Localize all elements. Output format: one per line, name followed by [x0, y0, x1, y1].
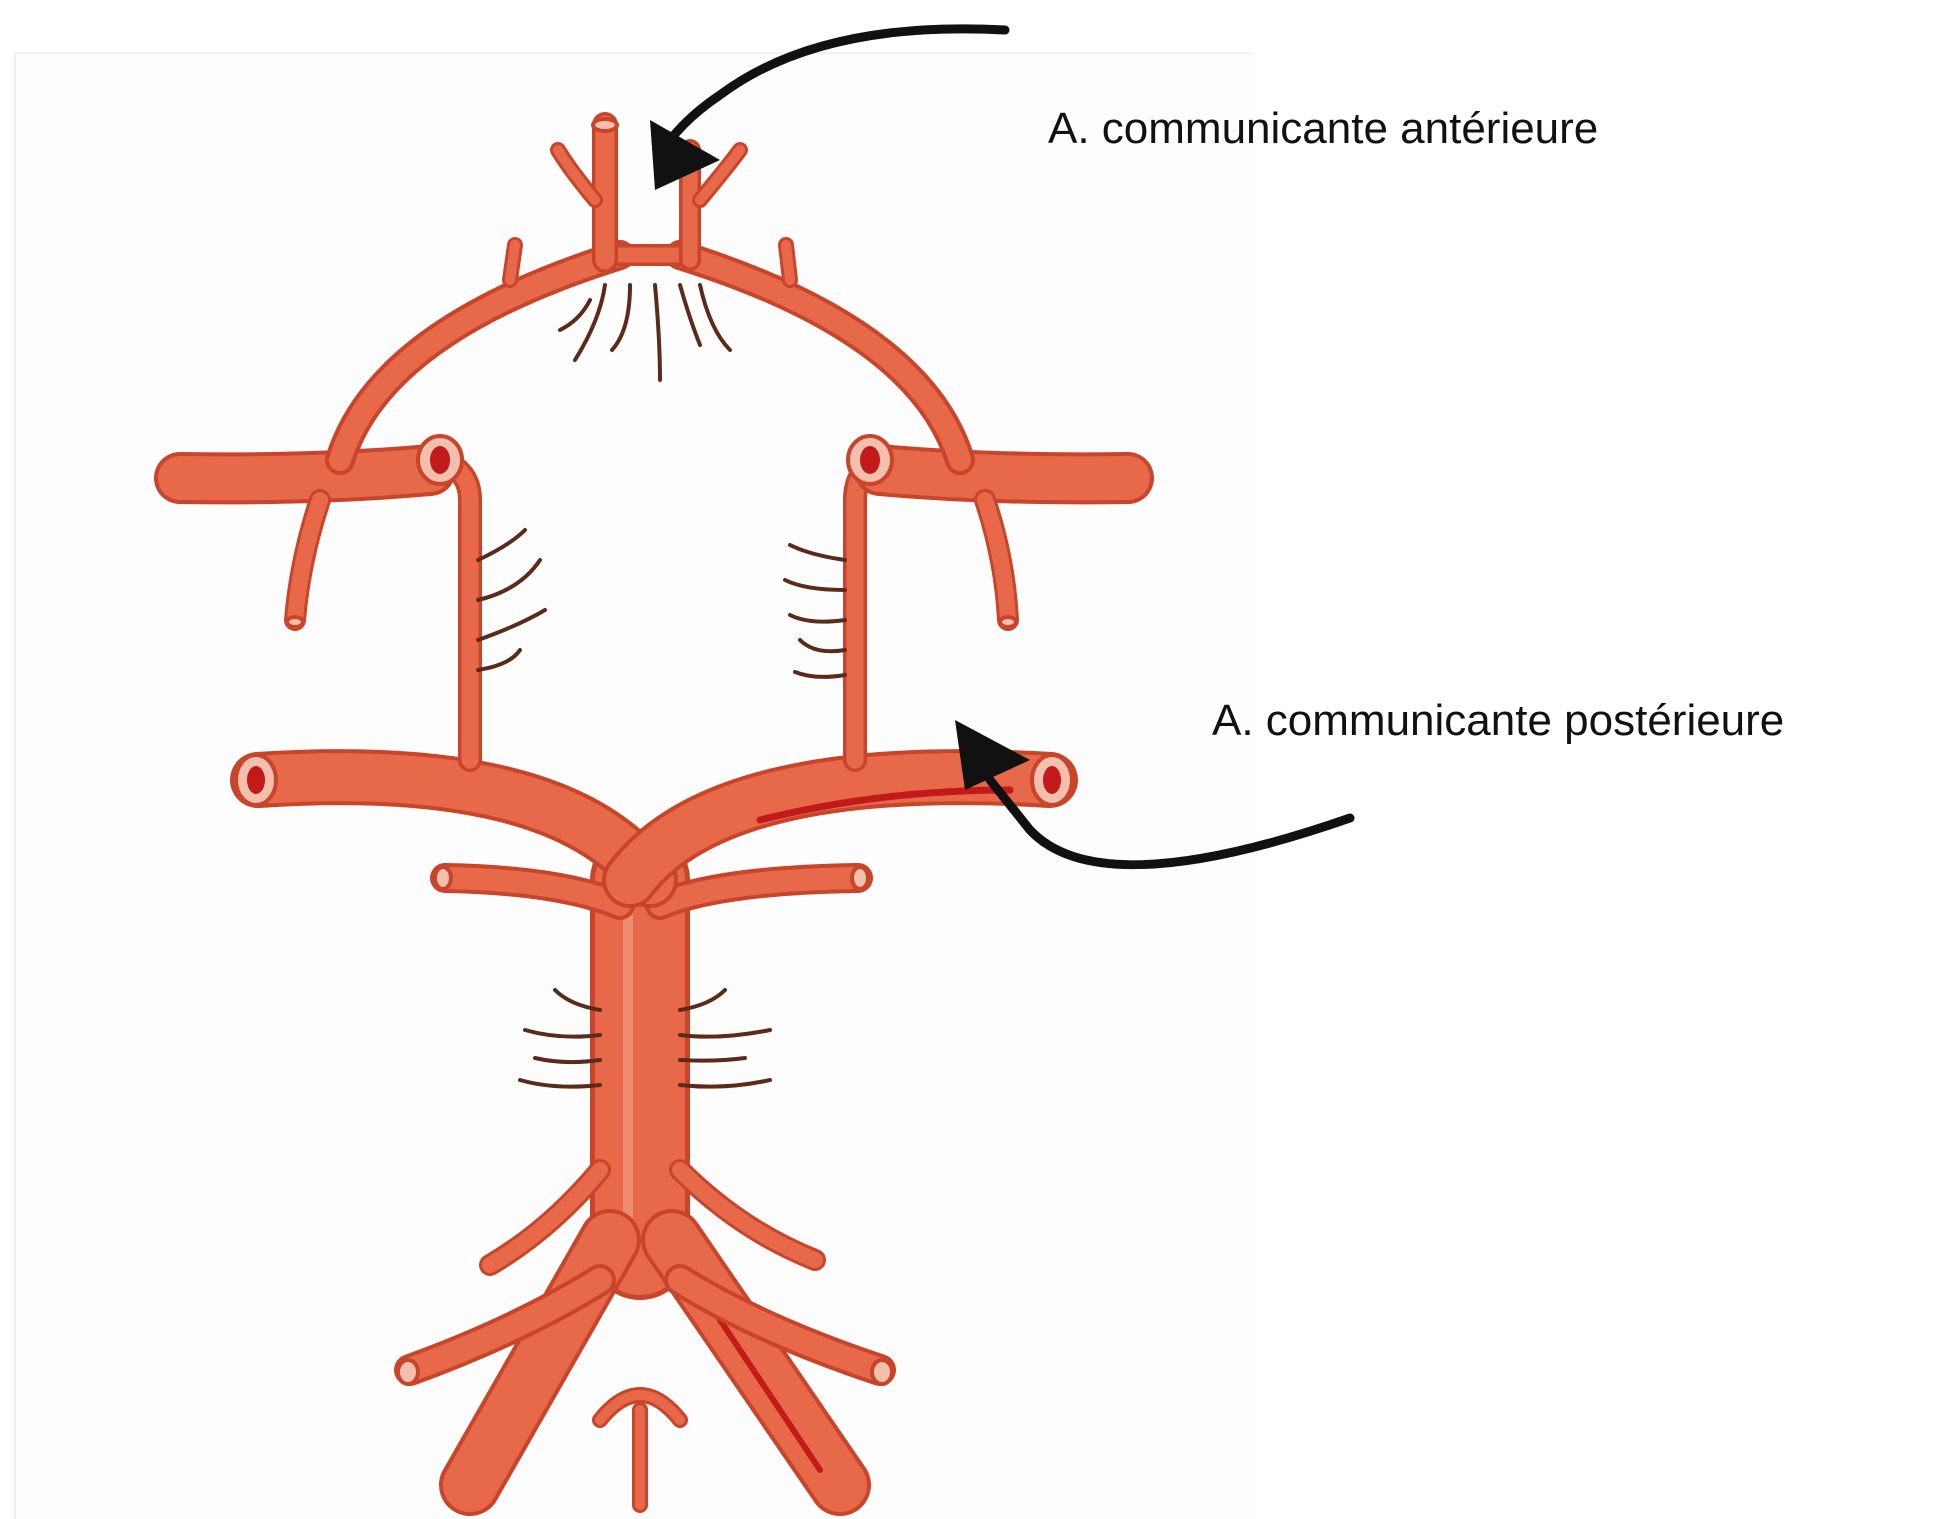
superior-cerebellar-left — [445, 878, 620, 905]
posterior-communicating-right — [855, 460, 880, 760]
posterior-communicating-left — [440, 460, 470, 760]
superior-cerebellar-right — [660, 878, 858, 905]
anterior-communicating-artery — [558, 125, 740, 260]
anterior-spinal-artery — [600, 1395, 680, 1505]
middle-cerebral-artery-right — [880, 470, 1128, 620]
middle-cerebral-artery-left — [180, 470, 430, 620]
label-anterior-communicating: A. communicante antérieure — [1048, 104, 1598, 154]
perforating-branches — [560, 285, 730, 380]
basilar-artery — [628, 880, 640, 1250]
arrow-anterior — [650, 29, 1005, 190]
anterior-cerebral-artery-right — [680, 245, 960, 460]
label-posterior-communicating: A. communicante postérieure — [1212, 696, 1784, 746]
anterior-choroidal-branches — [478, 530, 845, 677]
